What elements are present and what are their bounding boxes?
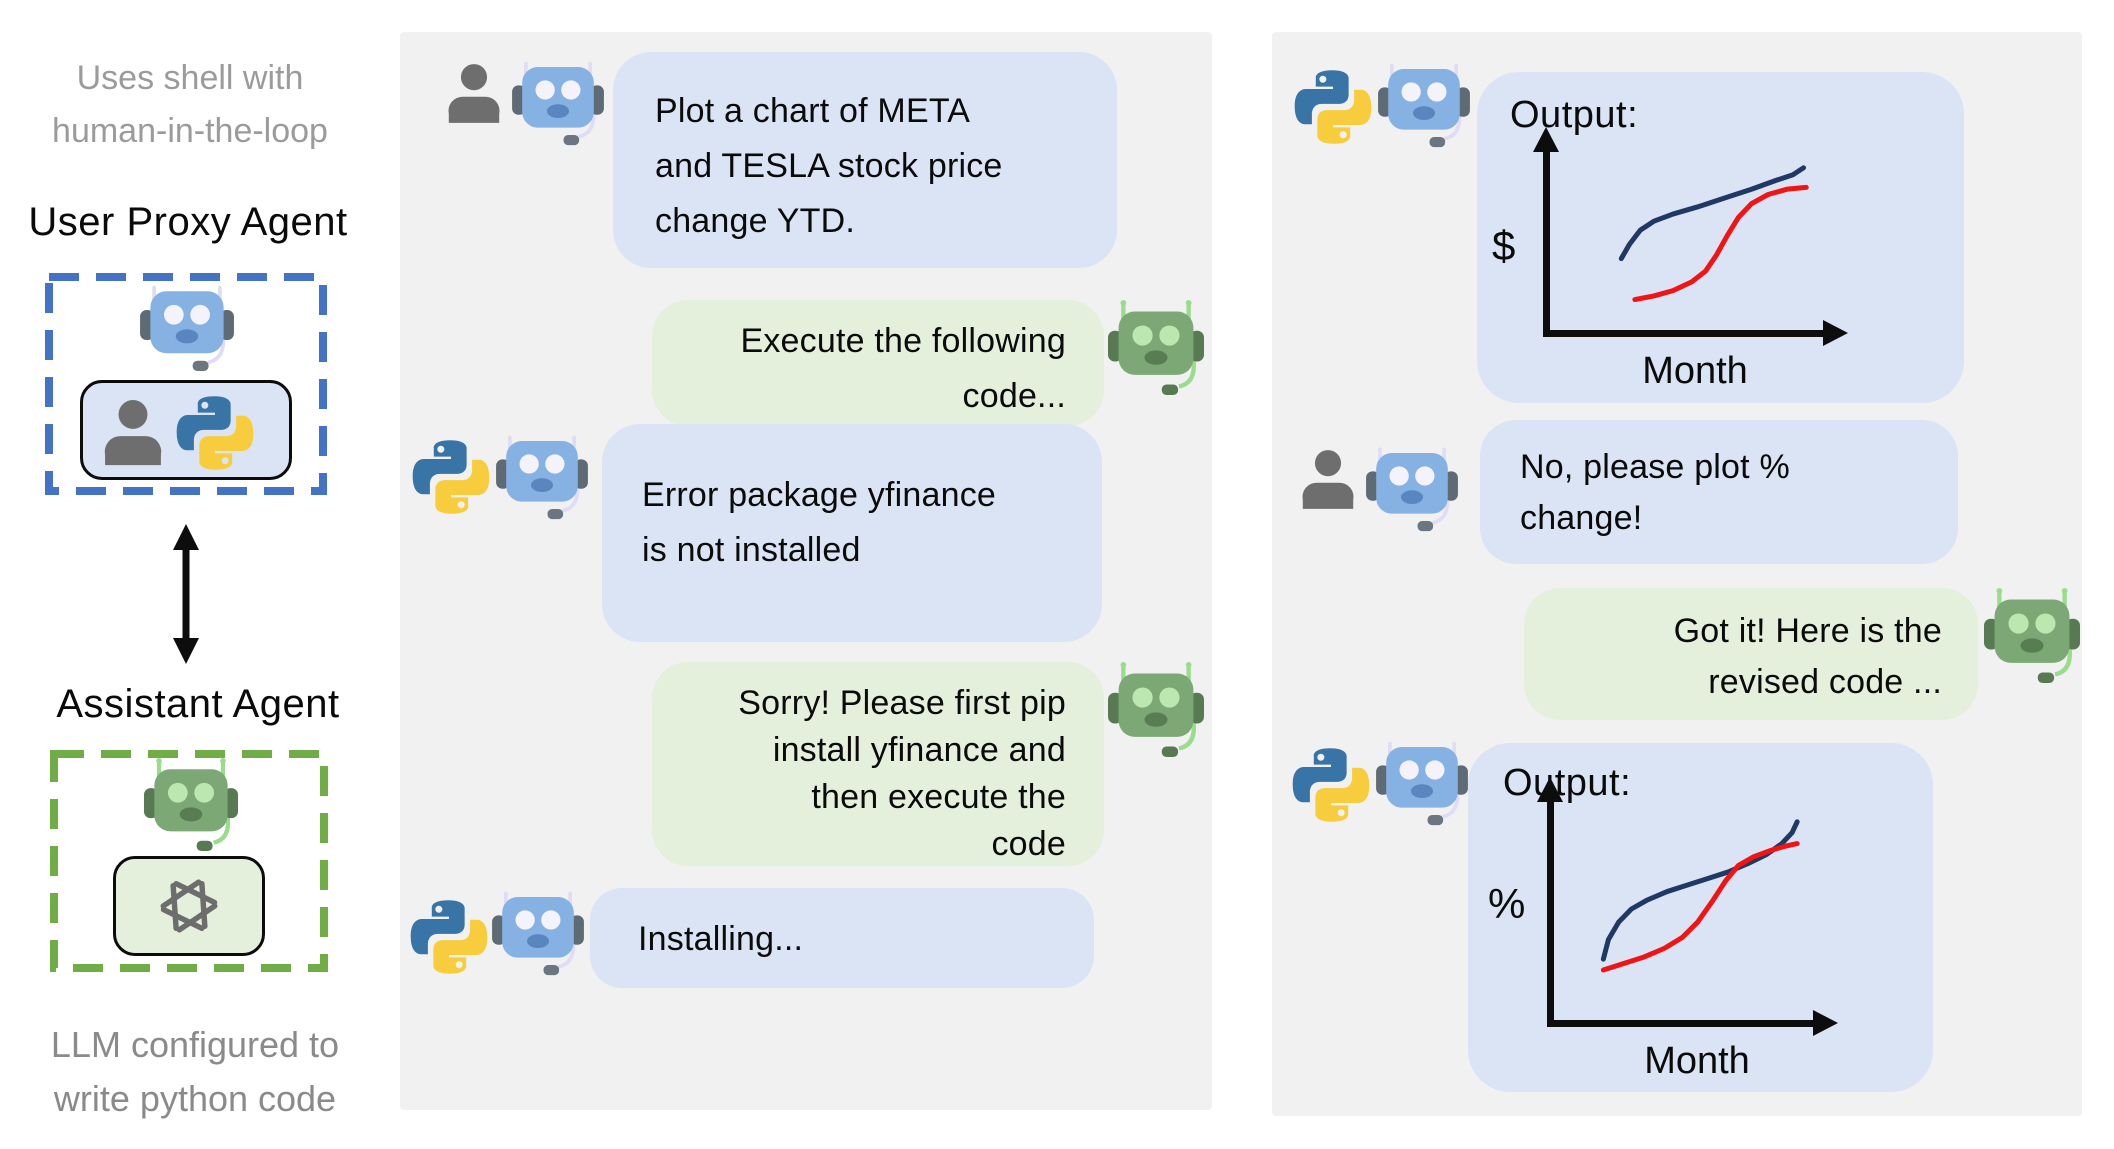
- assistant-agent-title: Assistant Agent: [56, 682, 340, 726]
- robot-green-icon: [1108, 662, 1204, 758]
- robot-green-icon: [1108, 300, 1204, 396]
- x-axis-arrow: [1813, 1010, 1838, 1036]
- user-proxy-dashed-box: [45, 273, 327, 495]
- x-axis: [1547, 1020, 1819, 1027]
- person-icon: [104, 399, 162, 466]
- person-icon: [448, 64, 500, 123]
- python-icon: [412, 440, 490, 514]
- chat-bubble: Got it! Here is the revised code ...: [1524, 588, 1978, 720]
- chat-bubble: Plot a chart of META and TESLA stock pri…: [613, 52, 1117, 268]
- message-text: Execute the following code...: [740, 322, 1066, 416]
- x-axis-arrow: [1823, 320, 1848, 346]
- openai-logo-icon: [160, 879, 218, 933]
- robot-blue-icon: [140, 285, 234, 372]
- robot-blue-icon: [1376, 741, 1468, 826]
- robot-green-icon: [144, 758, 238, 852]
- message-text: No, please plot % change!: [1520, 448, 1790, 537]
- stock-price-chart: [1556, 150, 1828, 328]
- python-icon: [1294, 70, 1372, 144]
- robot-blue-icon: [1378, 63, 1470, 148]
- robot-blue-icon: [492, 891, 584, 976]
- message-text: Error package yfinance is not installed: [642, 476, 997, 570]
- x-axis-label: Month: [1642, 350, 1748, 392]
- message-text: Sorry! Please first pip install yfinance…: [738, 684, 1066, 863]
- assistant-dashed-box: [50, 750, 328, 972]
- robot-blue-icon: [496, 435, 588, 520]
- x-axis: [1543, 330, 1825, 337]
- chat-bubble: Sorry! Please first pip install yfinance…: [652, 662, 1104, 866]
- x-axis-label: Month: [1644, 1040, 1750, 1082]
- robot-blue-icon: [1366, 447, 1458, 532]
- pct-change-chart: [1560, 800, 1815, 1018]
- caption-uses-shell: Uses shell with human-in-the-loop: [52, 59, 328, 150]
- message-text: Installing...: [638, 920, 804, 958]
- robot-blue-icon: [512, 61, 604, 146]
- bidirectional-arrow: [173, 524, 199, 664]
- llm-box: [113, 856, 265, 956]
- chat-bubble: Installing...: [590, 888, 1094, 988]
- caption-llm-configured: LLM configured to write python code: [50, 1024, 340, 1119]
- python-icon: [410, 900, 488, 974]
- chat-bubble: No, please plot % change!: [1480, 420, 1958, 564]
- python-icon: [176, 396, 254, 470]
- chat-bubble: Error package yfinance is not installed: [602, 424, 1102, 642]
- user-proxy-agent-title: User Proxy Agent: [28, 200, 348, 244]
- output-label: Output:: [1503, 762, 1632, 804]
- y-axis-unit: $: [1492, 222, 1516, 269]
- python-icon: [1292, 748, 1370, 822]
- output-label: Output:: [1510, 94, 1639, 136]
- chat-bubble: Execute the following code...: [652, 300, 1104, 426]
- y-axis-unit: %: [1488, 880, 1526, 927]
- y-axis-arrow: [1537, 777, 1563, 802]
- robot-green-icon: [1984, 588, 2080, 684]
- person-icon: [1302, 450, 1354, 509]
- y-axis: [1547, 800, 1554, 1027]
- message-text: Plot a chart of META and TESLA stock pri…: [655, 92, 1003, 241]
- y-axis-arrow: [1533, 127, 1559, 152]
- message-text: Got it! Here is the revised code ...: [1673, 612, 1942, 701]
- y-axis: [1543, 150, 1550, 337]
